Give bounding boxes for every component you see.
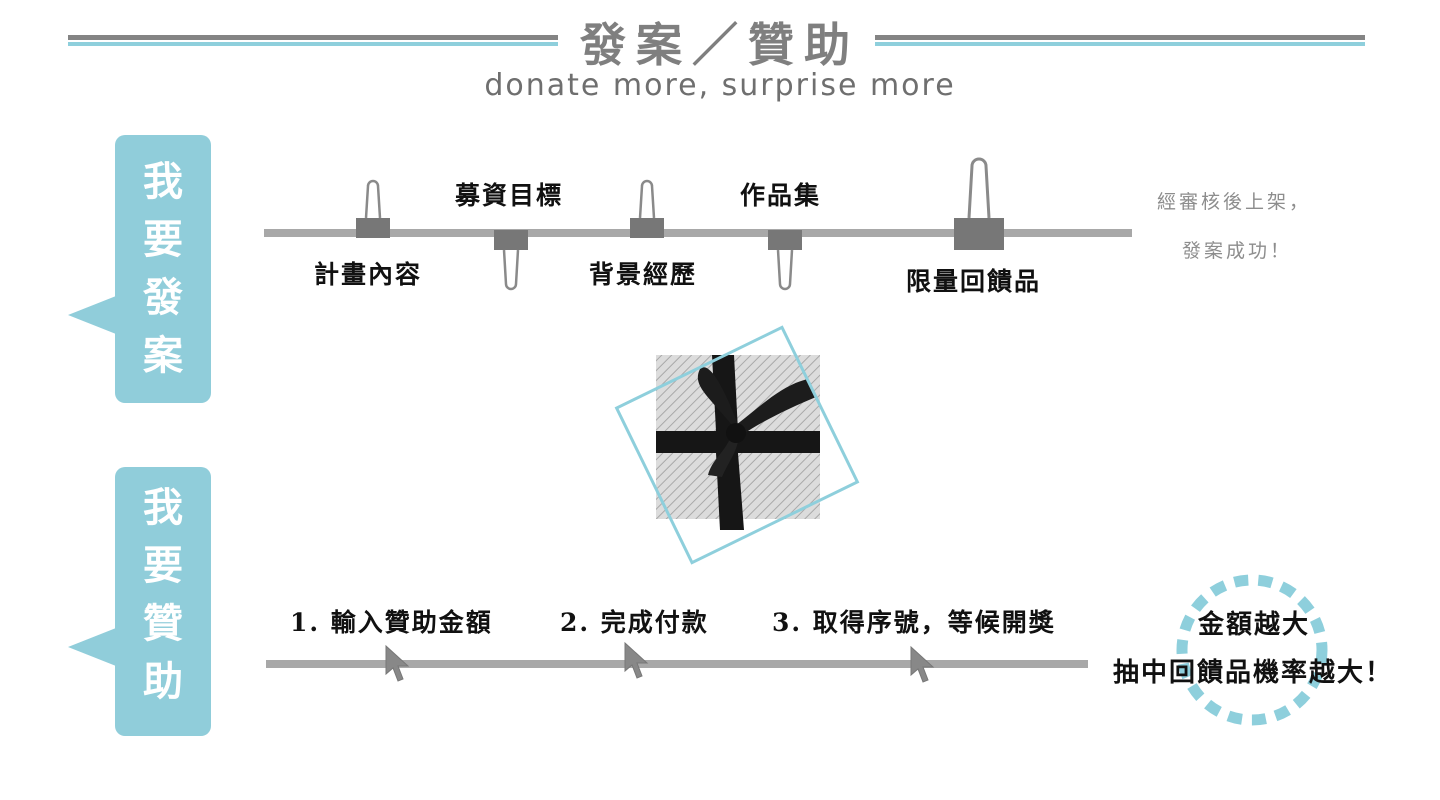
page-subtitle: donate more, surprise more: [484, 68, 956, 103]
sponsor-step-3: 3. 取得序號，等候開獎: [772, 608, 1056, 637]
finale-line-1: 金額越大: [1197, 610, 1310, 640]
project-tab-pointer: [68, 296, 116, 334]
cursor-arrow-icon: [910, 645, 935, 683]
project-tab-char: 發: [143, 274, 183, 321]
binder-clip-icon: [356, 179, 390, 238]
milestone-label-funding-goal: 募資目標: [455, 181, 564, 210]
cursor-arrow-icon: [624, 641, 649, 679]
sponsor-tab[interactable]: 我 要 贊 助: [115, 467, 211, 736]
sponsor-tab-char: 要: [143, 542, 183, 589]
project-tab-char: 要: [143, 216, 183, 263]
sponsor-step-1: 1. 輸入贊助金額: [290, 608, 493, 637]
sponsor-tab-char: 贊: [143, 600, 183, 647]
milestone-label-background: 背景經歷: [589, 260, 698, 289]
binder-clip-icon: [954, 157, 1004, 250]
binder-clip-icon: [630, 179, 664, 238]
project-tab[interactable]: 我 要 發 案: [115, 135, 211, 403]
gift-box-icon: [614, 325, 860, 565]
finale-line-2: 抽中回饋品機率越大！: [1112, 658, 1393, 688]
dashed-circle-icon: [1176, 574, 1328, 726]
milestone-label-plan: 計畫內容: [314, 260, 423, 289]
approval-note-line: 發案成功！: [1182, 240, 1293, 262]
milestone-label-portfolio: 作品集: [740, 181, 822, 210]
sponsor-timeline-track: [266, 660, 1088, 668]
cursor-arrow-icon: [385, 644, 410, 682]
header-rule-left: [68, 35, 558, 46]
milestone-label-limited-rewards: 限量回饋品: [906, 267, 1042, 296]
project-timeline-track: [264, 229, 1132, 237]
sponsor-tab-char: 助: [143, 658, 183, 705]
project-tab-char: 我: [143, 158, 183, 205]
sponsor-tab-char: 我: [143, 484, 183, 531]
project-tab-char: 案: [143, 332, 183, 379]
binder-clip-icon: [494, 230, 528, 291]
page-title: 發案／贊助: [580, 18, 860, 72]
sponsor-tab-pointer: [68, 628, 116, 666]
approval-note-line: 經審核後上架，: [1157, 191, 1312, 213]
binder-clip-icon: [768, 230, 802, 291]
header-rule-right: [875, 35, 1365, 46]
sponsor-step-2: 2. 完成付款: [560, 608, 709, 637]
